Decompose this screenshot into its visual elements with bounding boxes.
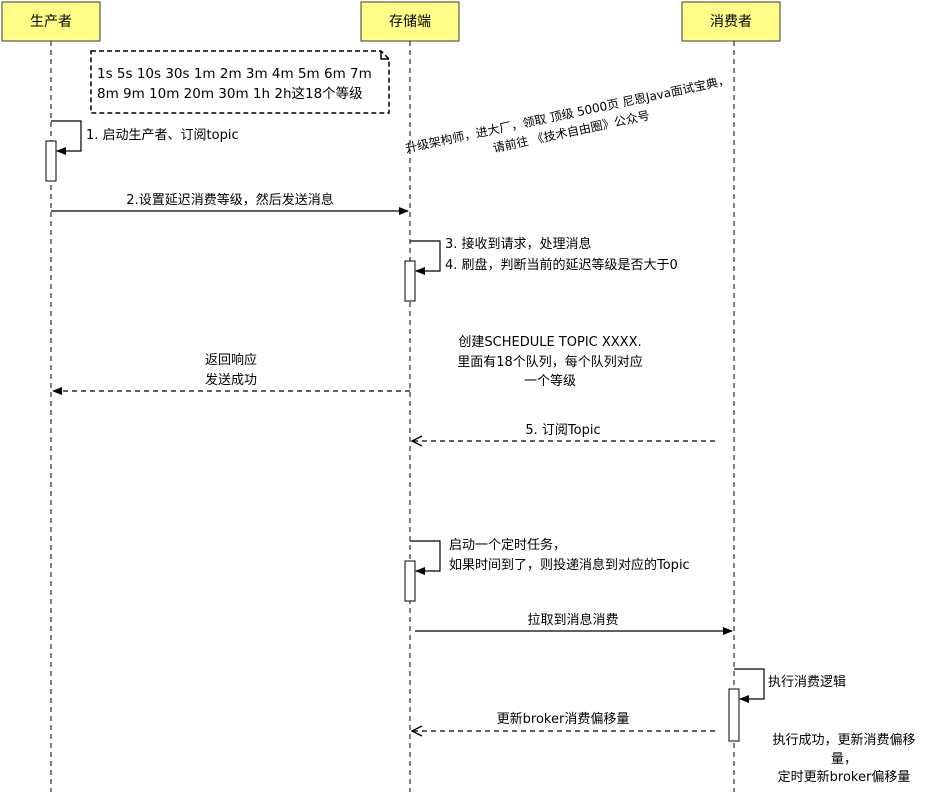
execute-consume-self-call[interactable]: 执行消费逻辑 [728, 668, 846, 742]
success-text: 执行成功，更新消费偏移 量， 定时更新broker偏移量 [772, 732, 915, 785]
watermark-line-1: 升级架构师，进大厂，领取 顶级 5000页 尼恩Java面试宝典， [404, 72, 731, 156]
note-line-2: 8m 9m 10m 20m 30m 1h 2h这18个等级 [97, 85, 363, 102]
participant-producer-label: 生产者 [30, 14, 72, 30]
step5-subscribe[interactable]: 5. 订阅Topic [412, 423, 715, 441]
timer-line-2: 如果时间到了，则投递消息到对应的Topic [449, 557, 690, 573]
timer-line-1: 启动一个定时任务， [449, 537, 566, 553]
step5-label: 5. 订阅Topic [525, 423, 600, 438]
step2-label: 2.设置延迟消费等级，然后发送消息 [126, 192, 333, 208]
create-line-1: 创建SCHEDULE TOPIC XXXX. [458, 335, 641, 350]
participant-producer[interactable]: 生产者 [1, 1, 101, 42]
step1-self-call[interactable]: 1. 启动生产者、订阅topic [45, 120, 239, 182]
timer-task-self-call[interactable]: 启动一个定时任务， 如果时间到了，则投递消息到对应的Topic [404, 537, 690, 602]
promo-watermark: 升级架构师，进大厂，领取 顶级 5000页 尼恩Java面试宝典， 请前往 《技… [404, 72, 731, 156]
exec-label: 执行消费逻辑 [768, 675, 846, 690]
return-response[interactable]: 返回响应 发送成功 [52, 352, 410, 395]
update-label: 更新broker消费偏移量 [497, 711, 630, 727]
step1-label: 1. 启动生产者、订阅topic [86, 128, 239, 143]
participant-consumer[interactable]: 消费者 [681, 1, 781, 42]
update-broker-offset[interactable]: 更新broker消费偏移量 [412, 711, 715, 731]
pull-message[interactable]: 拉取到消息消费 [415, 612, 733, 635]
delay-levels-note[interactable]: 1s 5s 10s 30s 1m 2m 3m 4m 5m 6m 7m 8m 9m… [90, 50, 390, 114]
create-line-2: 里面有18个队列，每个队列对应 [457, 354, 643, 370]
pull-label: 拉取到消息消费 [527, 612, 618, 628]
step3-4-self-call[interactable]: 3. 接收到请求，处理消息 4. 刷盘，判断当前的延迟等级是否大于0 [404, 236, 678, 302]
participant-storage[interactable]: 存储端 [360, 1, 460, 42]
return-line-2: 发送成功 [205, 372, 257, 388]
return-line-1: 返回响应 [205, 352, 257, 368]
step3-label: 3. 接收到请求，处理消息 [445, 236, 592, 252]
step2-send-message[interactable]: 2.设置延迟消费等级，然后发送消息 [51, 192, 409, 215]
note-line-1: 1s 5s 10s 30s 1m 2m 3m 4m 5m 6m 7m [97, 66, 372, 82]
success-line-2: 量， [831, 752, 857, 767]
participant-storage-label: 存储端 [389, 14, 431, 30]
success-line-1: 执行成功，更新消费偏移 [772, 732, 915, 748]
create-line-3: 一个等级 [524, 373, 576, 389]
step4-label: 4. 刷盘，判断当前的延迟等级是否大于0 [445, 257, 678, 273]
participant-consumer-label: 消费者 [710, 14, 752, 30]
create-schedule-topic-text: 创建SCHEDULE TOPIC XXXX. 里面有18个队列，每个队列对应 一… [457, 335, 643, 389]
success-line-3: 定时更新broker偏移量 [778, 769, 911, 785]
